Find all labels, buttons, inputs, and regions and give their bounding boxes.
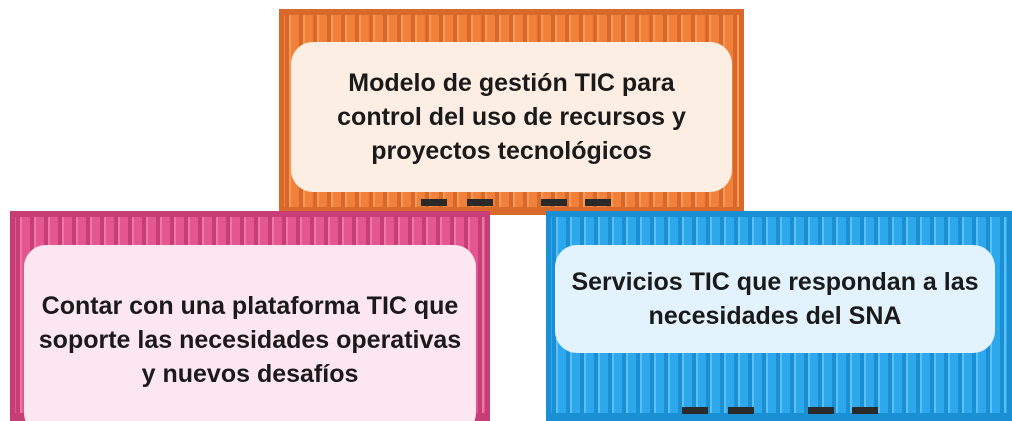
container-right: Servicios TIC que respondan a las necesi… [546, 211, 1012, 421]
container-left: Contar con una plataforma TIC que soport… [10, 211, 490, 421]
label-text-right: Servicios TIC que respondan a las necesi… [571, 268, 979, 330]
label-box-top: Modelo de gestión TIC para control del u… [291, 42, 732, 192]
label-text-top: Modelo de gestión TIC para control del u… [337, 69, 686, 165]
label-box-right: Servicios TIC que respondan a las necesi… [555, 245, 995, 353]
label-text-left: Contar con una plataforma TIC que soport… [38, 292, 462, 388]
label-box-left: Contar con una plataforma TIC que soport… [24, 245, 476, 421]
container-top: Modelo de gestión TIC para control del u… [279, 9, 744, 215]
